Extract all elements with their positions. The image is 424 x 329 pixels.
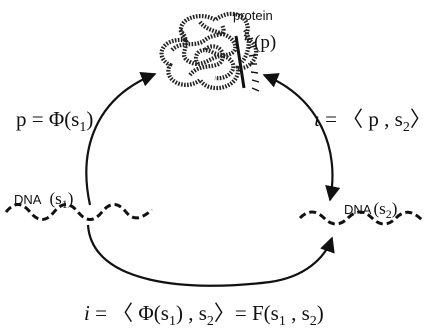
equation-right: ι = 〈 p , s2〉	[314, 107, 424, 135]
equation-bottom: i = 〈 Φ(s1) , s2〉= F(s1 , s2)	[84, 301, 324, 329]
dna-left-label: DNA(s1)	[14, 189, 73, 211]
protein-label: protein	[233, 8, 273, 23]
equation-left: p = Φ(s1)	[16, 107, 93, 135]
protein-structure	[159, 11, 260, 92]
arrow-dna1-to-dna2-bottom	[86, 224, 335, 287]
protein-symbol: (p)	[254, 32, 276, 53]
dna-strand-left	[4, 203, 153, 221]
arrow-dna-to-protein	[85, 72, 157, 206]
dna-strand-right	[298, 210, 424, 226]
arrow-protein-to-dna2	[262, 73, 341, 202]
dna-right-label: DNA(s2)	[344, 199, 397, 221]
